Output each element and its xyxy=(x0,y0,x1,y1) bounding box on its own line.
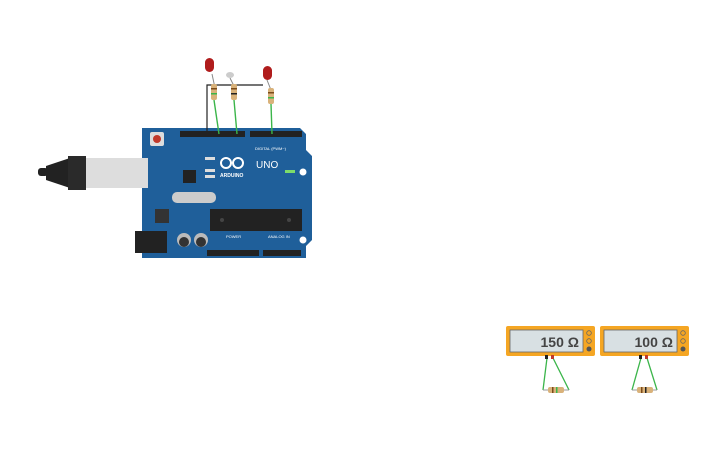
atmega-chip xyxy=(210,209,302,231)
power-header xyxy=(207,250,259,256)
ground-wire xyxy=(206,84,263,134)
arduino-uno-board[interactable]: ARDUINO UNO DIGITAL (PWM~) POWER ANALOG … xyxy=(86,128,312,258)
power-jack xyxy=(135,231,167,253)
usb-port xyxy=(86,158,148,188)
led-red[interactable] xyxy=(263,66,272,80)
resistor xyxy=(632,387,657,393)
led-red[interactable] xyxy=(205,58,214,72)
multimeter-reading: 150 Ω xyxy=(541,334,579,350)
wires[interactable] xyxy=(206,73,273,135)
resistor[interactable] xyxy=(231,84,237,100)
analog-label: ANALOG IN xyxy=(268,234,290,239)
digital-label: DIGITAL (PWM~) xyxy=(255,146,287,151)
wire-green xyxy=(270,103,273,135)
digital-header-low xyxy=(250,131,302,137)
analog-header xyxy=(263,250,301,256)
power-label: POWER xyxy=(226,234,241,239)
digital-header-high xyxy=(180,131,245,137)
photoresistor[interactable] xyxy=(226,72,234,78)
model-label: UNO xyxy=(256,160,278,171)
resistor xyxy=(543,387,569,393)
multimeter-reading: 100 Ω xyxy=(635,334,673,350)
multimeter-2[interactable]: 100 Ω xyxy=(600,326,689,393)
crystal xyxy=(172,192,216,203)
arduino-logo-icon xyxy=(220,157,244,169)
wire-green xyxy=(213,99,220,135)
resistor[interactable] xyxy=(211,84,217,100)
resistor[interactable] xyxy=(268,88,274,104)
multimeter-1[interactable]: 150 Ω xyxy=(506,326,595,393)
arduino-logo-text: ARDUINO xyxy=(220,173,243,179)
wire-green xyxy=(233,99,238,135)
